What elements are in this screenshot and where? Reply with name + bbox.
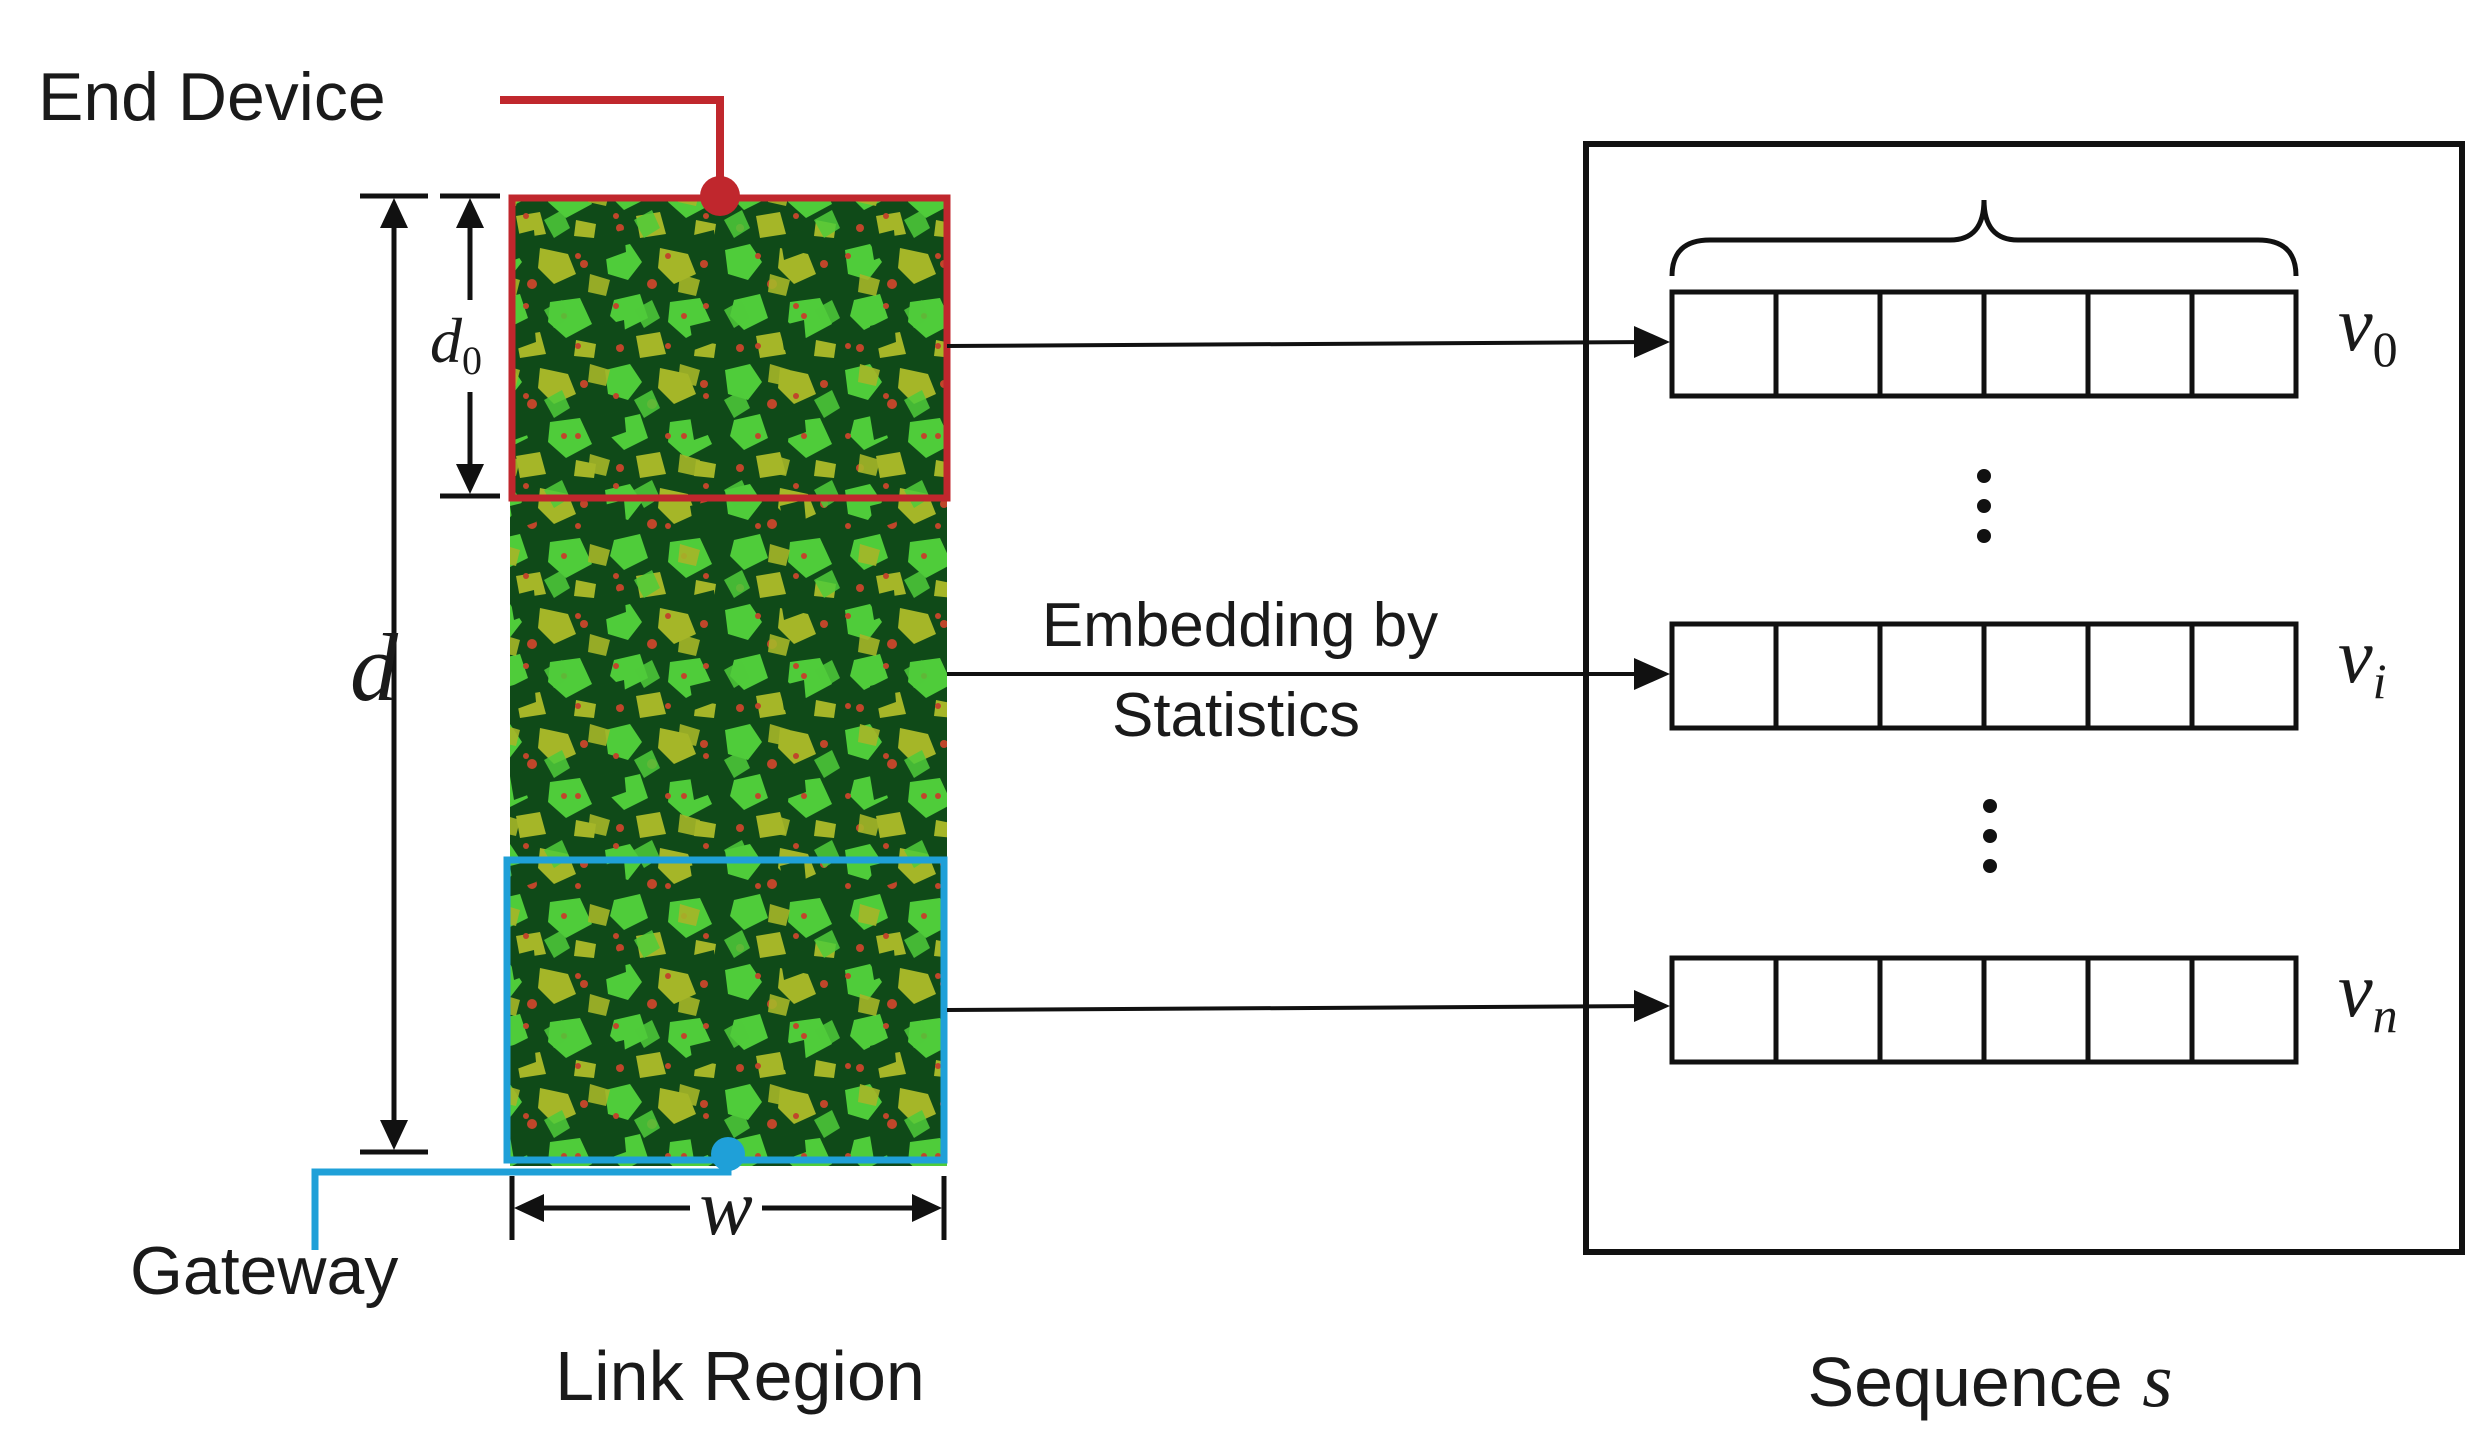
total-depth-label: d [350, 614, 399, 721]
ellipsis-upper [1977, 469, 1991, 543]
vector-cell [1669, 621, 1779, 731]
vector-cell [2189, 621, 2299, 731]
vector-cell [1773, 289, 1883, 399]
vector-cell [1669, 289, 1779, 399]
end-device-marker [700, 176, 740, 216]
vector-label: v0 [2338, 280, 2398, 377]
vector-row: vn [1669, 946, 2398, 1065]
vector-cell [1981, 289, 2091, 399]
link-region-label: Link Region [555, 1337, 925, 1415]
vector-row: v0 [1669, 280, 2398, 399]
vector-cell [2189, 955, 2299, 1065]
sequence-vectors: v0 vi vn [1669, 280, 2398, 1065]
vector-cell [1981, 621, 2091, 731]
arrow-to-vn [946, 1004, 1661, 1012]
vector-row: vi [1669, 612, 2387, 731]
vector-label: vn [2338, 946, 2398, 1043]
link-region-map [510, 198, 947, 1166]
embedding-label-line2: Statistics [1112, 681, 1360, 750]
end-device-label: End Device [38, 59, 386, 135]
vector-cell [1877, 955, 1987, 1065]
arrow-to-v0 [946, 340, 1661, 348]
vector-cell [1669, 955, 1779, 1065]
segment-depth-dimension [440, 193, 500, 499]
ellipsis-lower [1983, 799, 1997, 873]
total-depth-dimension [360, 193, 428, 1155]
arrowhead-vn [1634, 990, 1670, 1022]
vector-cell [1773, 621, 1883, 731]
arrowhead-v0 [1634, 326, 1670, 358]
sequence-panel [1583, 141, 2465, 1255]
vector-cell [2085, 289, 2195, 399]
vector-cell [2085, 955, 2195, 1065]
vector-label: vi [2338, 612, 2387, 709]
gateway-label: Gateway [130, 1233, 398, 1309]
vector-cell [1877, 621, 1987, 731]
vector-cell [2189, 289, 2299, 399]
width-label: w [699, 1164, 752, 1252]
segment-depth-label: d0 [430, 305, 482, 383]
vector-cell [2085, 621, 2195, 731]
vector-cell [1773, 955, 1883, 1065]
embedding-label-line1: Embedding by [1042, 591, 1438, 660]
gateway-marker [711, 1137, 745, 1171]
vector-brace [1669, 199, 2299, 277]
sequence-label: Sequence s [1807, 1336, 2172, 1423]
width-dimension [509, 1176, 947, 1240]
vector-cell [1981, 955, 2091, 1065]
arrowhead-vi [1634, 658, 1670, 690]
vector-cell [1877, 289, 1987, 399]
end-device-connector [500, 96, 724, 198]
